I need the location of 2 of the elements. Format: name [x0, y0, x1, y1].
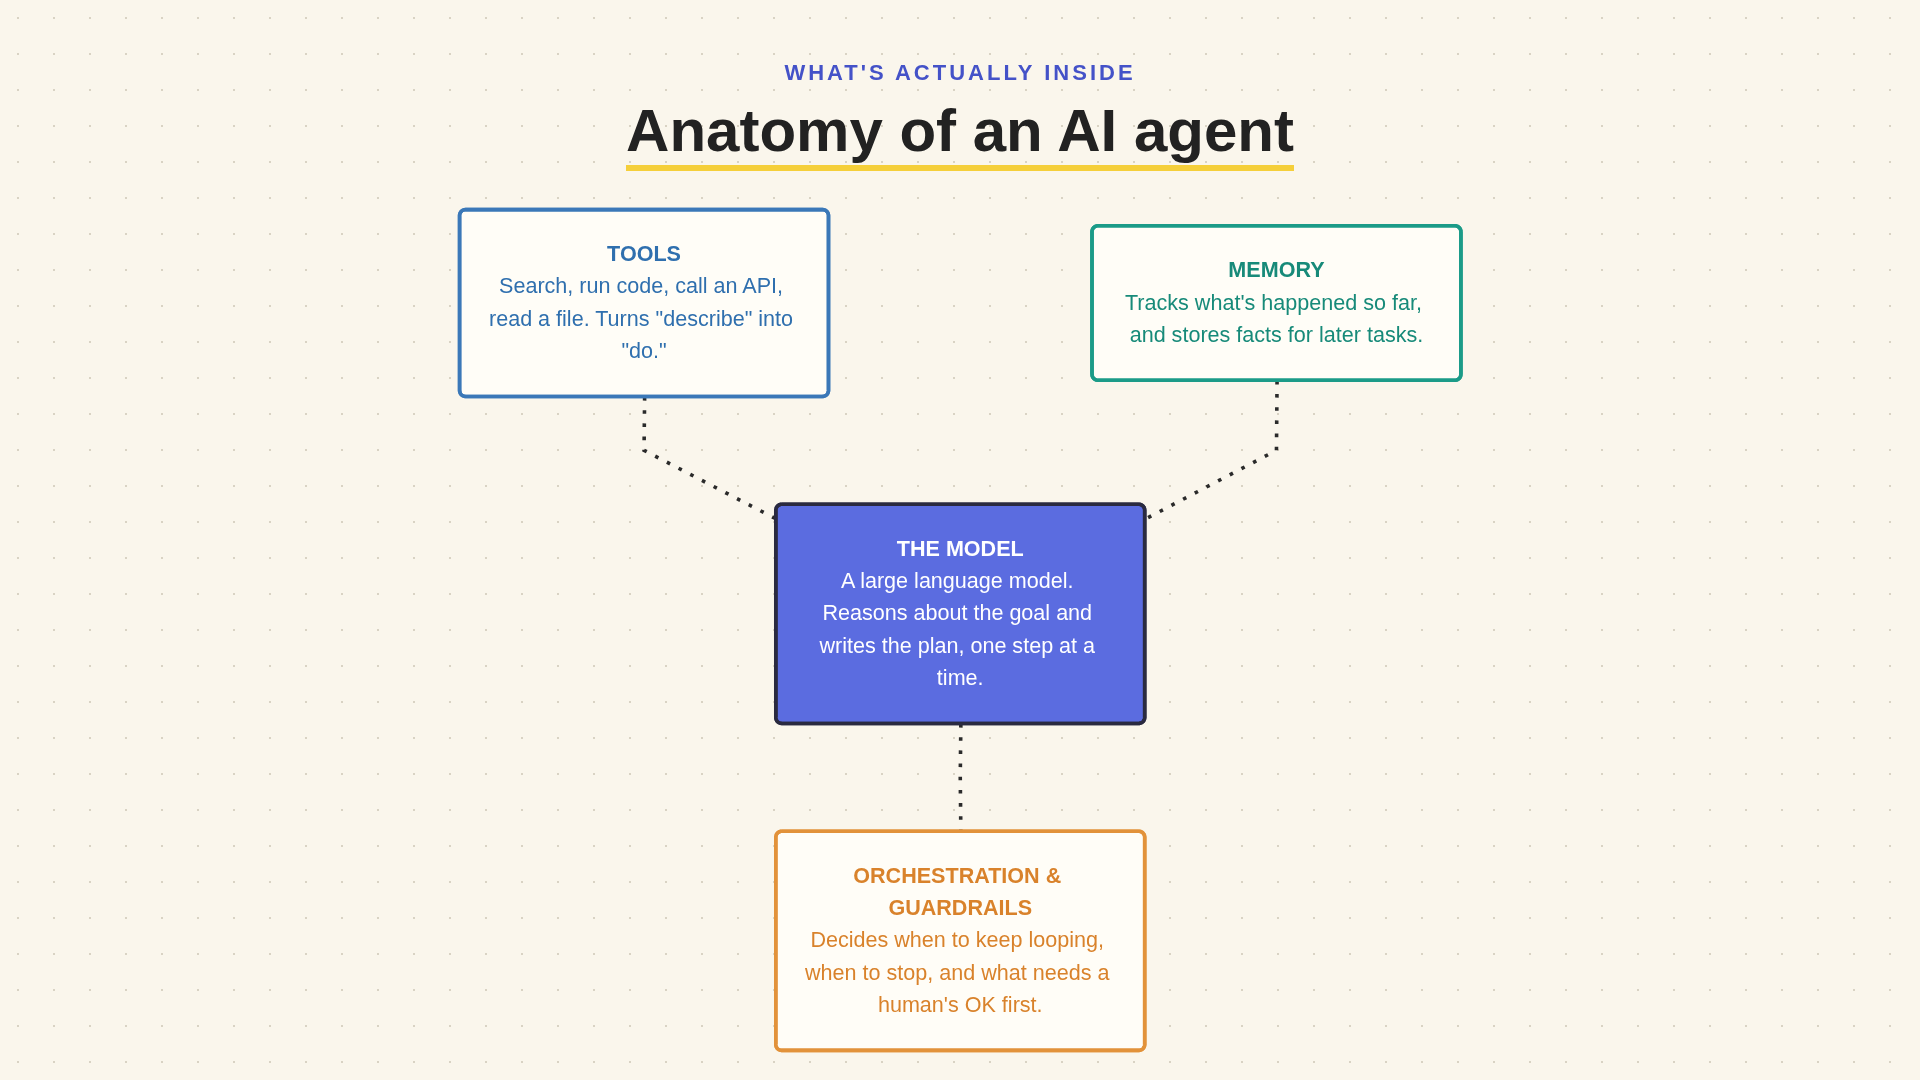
title: Anatomy of an AI agent: [626, 96, 1294, 171]
kicker-label: WHAT'S ACTUALLY INSIDE: [784, 60, 1136, 86]
